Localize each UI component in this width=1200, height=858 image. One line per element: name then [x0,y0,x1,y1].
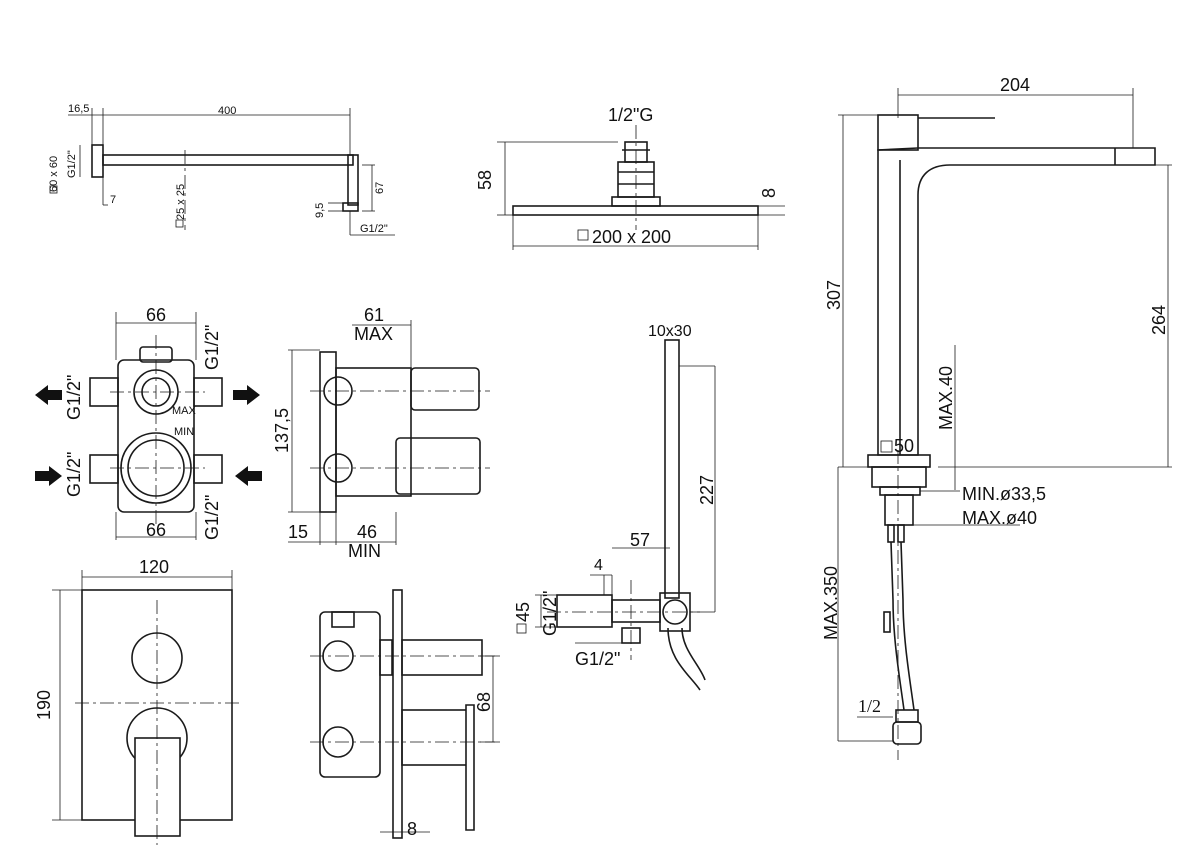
side-min-label: MIN [348,541,381,561]
bar-45-label: 45 [513,602,533,622]
mixer-side-assembly [310,589,500,839]
hand-shower-bar-drawing [535,339,716,691]
diverter-body-side [288,320,490,545]
side-depth-label: 61 [364,305,384,325]
bar-section-label: 10x30 [648,323,692,340]
body-thread-bottom-right-label: G1/2" [202,495,222,540]
body-thread-left-2-label: G1/2" [64,452,84,497]
tap-min-diameter-label: MIN.ø33,5 [962,484,1046,504]
arm-offset-label: 16,5 [68,103,89,115]
tap-spout-height-label: 264 [1149,305,1169,335]
mixer-8-label: 8 [407,819,417,839]
square-icon [516,623,527,634]
head-size-label: 200 x 200 [592,227,671,247]
bar-thread-1-label: G1/2" [540,591,560,636]
bar-57-label: 57 [630,530,650,550]
arm-thread-label-2: G1/2" [360,223,388,235]
tap-reach-label: 204 [1000,75,1030,95]
tap-max40-label: MAX.40 [936,366,956,430]
basin-tap-drawing [837,88,1172,760]
arm-thread-label-1: G1/2" [66,150,78,178]
plate-width-label: 120 [139,557,169,577]
tap-max-diameter-label: MAX.ø40 [962,508,1037,528]
body-width-bottom-label: 66 [146,520,166,540]
side-max-label: MAX [354,324,393,344]
tap-base-label: 50 [894,436,914,456]
mixer-68-label: 68 [474,692,494,712]
side-46-label: 46 [357,522,377,542]
head-connection-label: 1/2"G [608,105,653,125]
square-icon [880,440,893,453]
body-thread-top-right-label: G1/2" [202,325,222,370]
arm-drop-label: 67 [374,182,386,194]
arm-length-label: 400 [218,105,236,117]
square-icon [577,229,589,241]
tap-half-inch-label: 1/2 [858,696,881,716]
wall-plate-drawing [52,570,240,845]
bar-thread-2-label: G1/2" [575,649,620,669]
body-max-mark: MAX [172,405,197,417]
arm-tube-label: 25 x 25 [175,184,187,220]
square-icon [175,219,184,228]
shower-arm-drawing [68,108,395,236]
tap-height-label: 307 [824,280,844,310]
arm-plate-label: 60 x 60 [48,156,60,192]
body-thread-left-1-label: G1/2" [64,375,84,420]
diverter-body-front [35,312,262,540]
side-15-label: 15 [288,522,308,542]
arm-95-label: 9,5 [314,203,326,218]
body-min-mark: MIN [174,426,194,438]
head-height-label: 58 [475,170,495,190]
shower-head-drawing [497,125,785,250]
side-height-label: 137,5 [272,408,292,453]
tap-hose-length-label: MAX.350 [821,566,841,640]
bar-length-label: 227 [697,475,717,505]
bar-4-label: 4 [594,557,603,574]
head-thickness-label: 8 [759,188,779,198]
arm-thickness-label: 7 [110,194,116,206]
square-icon [49,185,58,194]
plate-height-label: 190 [34,690,54,720]
body-width-top-label: 66 [146,305,166,325]
